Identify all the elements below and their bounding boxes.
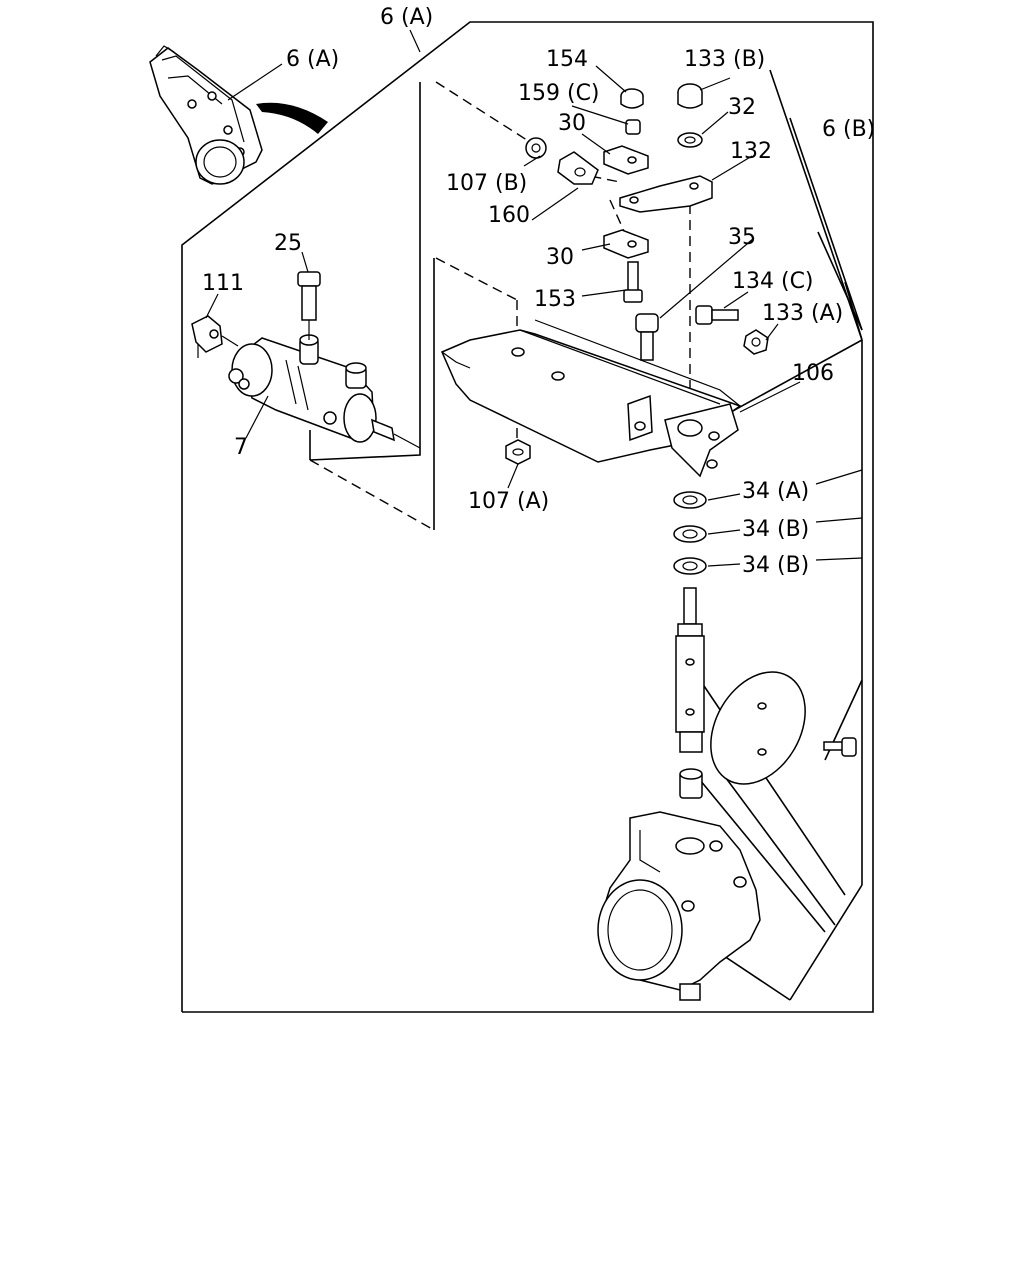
callout-30-top: 30 xyxy=(558,111,586,136)
callout-6a-top: 6 (A) xyxy=(380,5,433,30)
callout-6a-inset: 6 (A) xyxy=(286,47,339,72)
callout-133b: 133 (B) xyxy=(684,47,765,72)
callout-153: 153 xyxy=(534,287,576,312)
callout-25: 25 xyxy=(274,231,302,256)
callout-134c: 134 (C) xyxy=(732,269,814,294)
callout-34a: 34 (A) xyxy=(742,479,809,504)
subframe-lines xyxy=(309,82,435,530)
callout-34b-2: 34 (B) xyxy=(742,553,809,578)
callout-34b-1: 34 (B) xyxy=(742,517,809,542)
callout-106: 106 xyxy=(792,361,834,386)
callout-107b: 107 (B) xyxy=(446,171,527,196)
callout-leaders xyxy=(205,29,863,567)
inset-assembly-illustration xyxy=(149,45,328,185)
diagram-frame xyxy=(181,21,874,1013)
callout-32: 32 xyxy=(728,95,756,120)
callout-35: 35 xyxy=(728,225,756,250)
bolt-25 xyxy=(297,271,321,340)
lamp-housing xyxy=(597,811,761,1001)
callout-7: 7 xyxy=(234,435,248,460)
callout-159c: 159 (C) xyxy=(518,81,600,106)
callout-labels: 6 (A) 6 (A) 154 133 (B) 159 (C) 32 30 6 … xyxy=(202,5,875,578)
bracket-plate-106 xyxy=(441,319,742,478)
callout-160: 160 xyxy=(488,203,530,228)
fitting-111 xyxy=(191,315,239,358)
dashed-leaders xyxy=(309,81,691,531)
motor-assembly-7 xyxy=(228,334,421,449)
callout-111: 111 xyxy=(202,271,244,296)
callout-133a: 133 (A) xyxy=(762,301,843,326)
callout-6b: 6 (B) xyxy=(822,117,875,142)
top-hardware xyxy=(505,83,769,465)
callout-132: 132 xyxy=(730,139,772,164)
shaft-and-disc xyxy=(675,587,857,799)
washer-stack-34 xyxy=(673,491,707,575)
callout-154: 154 xyxy=(546,47,588,72)
callout-30-mid: 30 xyxy=(546,245,574,270)
callout-107a: 107 (A) xyxy=(468,489,549,514)
